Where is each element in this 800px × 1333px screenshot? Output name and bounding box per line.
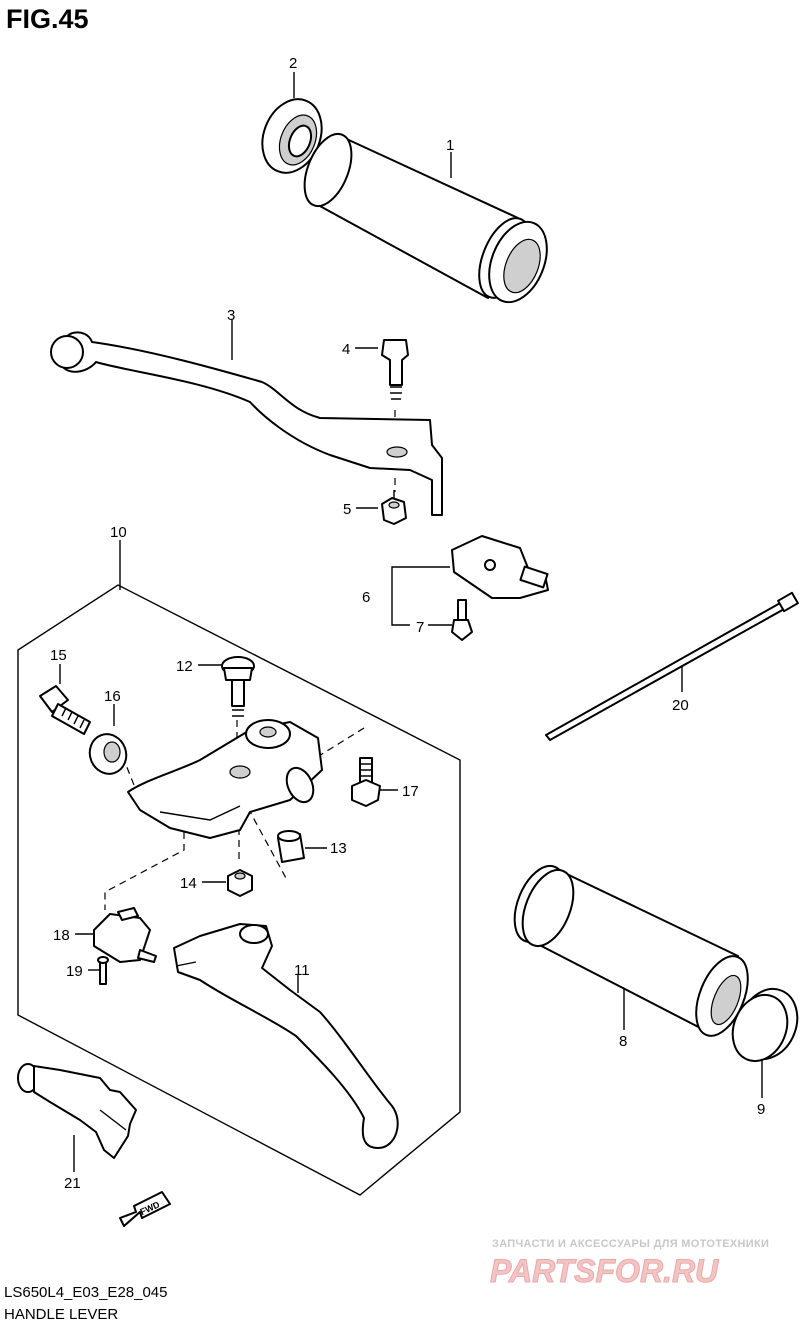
callout-17: 17 xyxy=(402,783,419,800)
callout-7: 7 xyxy=(416,619,424,636)
watermark-logo: PARTSFOR.RU xyxy=(490,1253,720,1290)
assembly-outline xyxy=(17,584,461,1196)
part-9-grip-end xyxy=(731,988,799,1062)
callout-18: 18 xyxy=(53,927,70,944)
callout-21: 21 xyxy=(64,1175,81,1192)
callout-8: 8 xyxy=(619,1033,627,1050)
callout-3: 3 xyxy=(227,307,235,324)
part-21-lever-boot xyxy=(17,1063,137,1159)
leader-lines xyxy=(59,72,763,1172)
callout-11: 11 xyxy=(294,962,310,979)
callout-4: 4 xyxy=(342,341,350,358)
callout-20: 20 xyxy=(672,697,689,714)
callout-16: 16 xyxy=(104,688,121,705)
part-16-adjuster xyxy=(88,733,128,775)
callout-2: 2 xyxy=(289,55,297,72)
part-20-cable-tie xyxy=(545,591,799,741)
part-2-grip-end xyxy=(261,98,323,174)
watermark-logo-text: PARTSFOR.RU xyxy=(490,1253,719,1289)
part-17-bolt xyxy=(351,757,381,807)
callout-14: 14 xyxy=(180,875,197,892)
part-4-pivot-bolt xyxy=(381,339,409,400)
callout-numbers: 2 1 3 4 5 6 7 8 9 10 11 12 13 14 15 16 1… xyxy=(50,55,765,1192)
callout-1: 1 xyxy=(446,137,454,154)
part-14-nut xyxy=(227,869,253,897)
fwd-arrow-icon: FWD xyxy=(119,1191,171,1227)
part-6-brake-switch xyxy=(451,535,549,599)
part-12-pin xyxy=(221,656,255,717)
watermark-tagline: ЗАПЧАСТИ И АКСЕССУАРЫ ДЛЯ МОТОТЕХНИКИ xyxy=(492,1238,770,1250)
part-10-lever-bracket xyxy=(127,719,323,839)
part-8-left-grip xyxy=(513,865,749,1037)
callout-19: 19 xyxy=(66,963,83,980)
callout-6: 6 xyxy=(362,589,370,606)
figure-title: FIG.45 xyxy=(6,4,89,34)
callout-12: 12 xyxy=(176,658,193,675)
callout-15: 15 xyxy=(50,647,67,664)
part-11-clutch-lever xyxy=(173,923,399,1149)
part-18-clutch-switch xyxy=(93,907,157,963)
callout-10: 10 xyxy=(110,524,127,541)
part-1-throttle-grip xyxy=(303,132,548,304)
callout-13: 13 xyxy=(330,840,347,857)
part-7-screw xyxy=(451,599,473,641)
part-19-screw xyxy=(97,956,109,985)
part-13-collar xyxy=(277,830,305,863)
figure-caption: HANDLE LEVER xyxy=(4,1306,119,1323)
part-5-nut xyxy=(381,497,407,525)
part-3-brake-lever xyxy=(50,331,443,516)
callout-9: 9 xyxy=(757,1101,765,1118)
callout-5: 5 xyxy=(343,501,351,518)
part-15-bolt xyxy=(39,685,91,735)
model-code: LS650L4_E03_E28_045 xyxy=(4,1284,168,1301)
